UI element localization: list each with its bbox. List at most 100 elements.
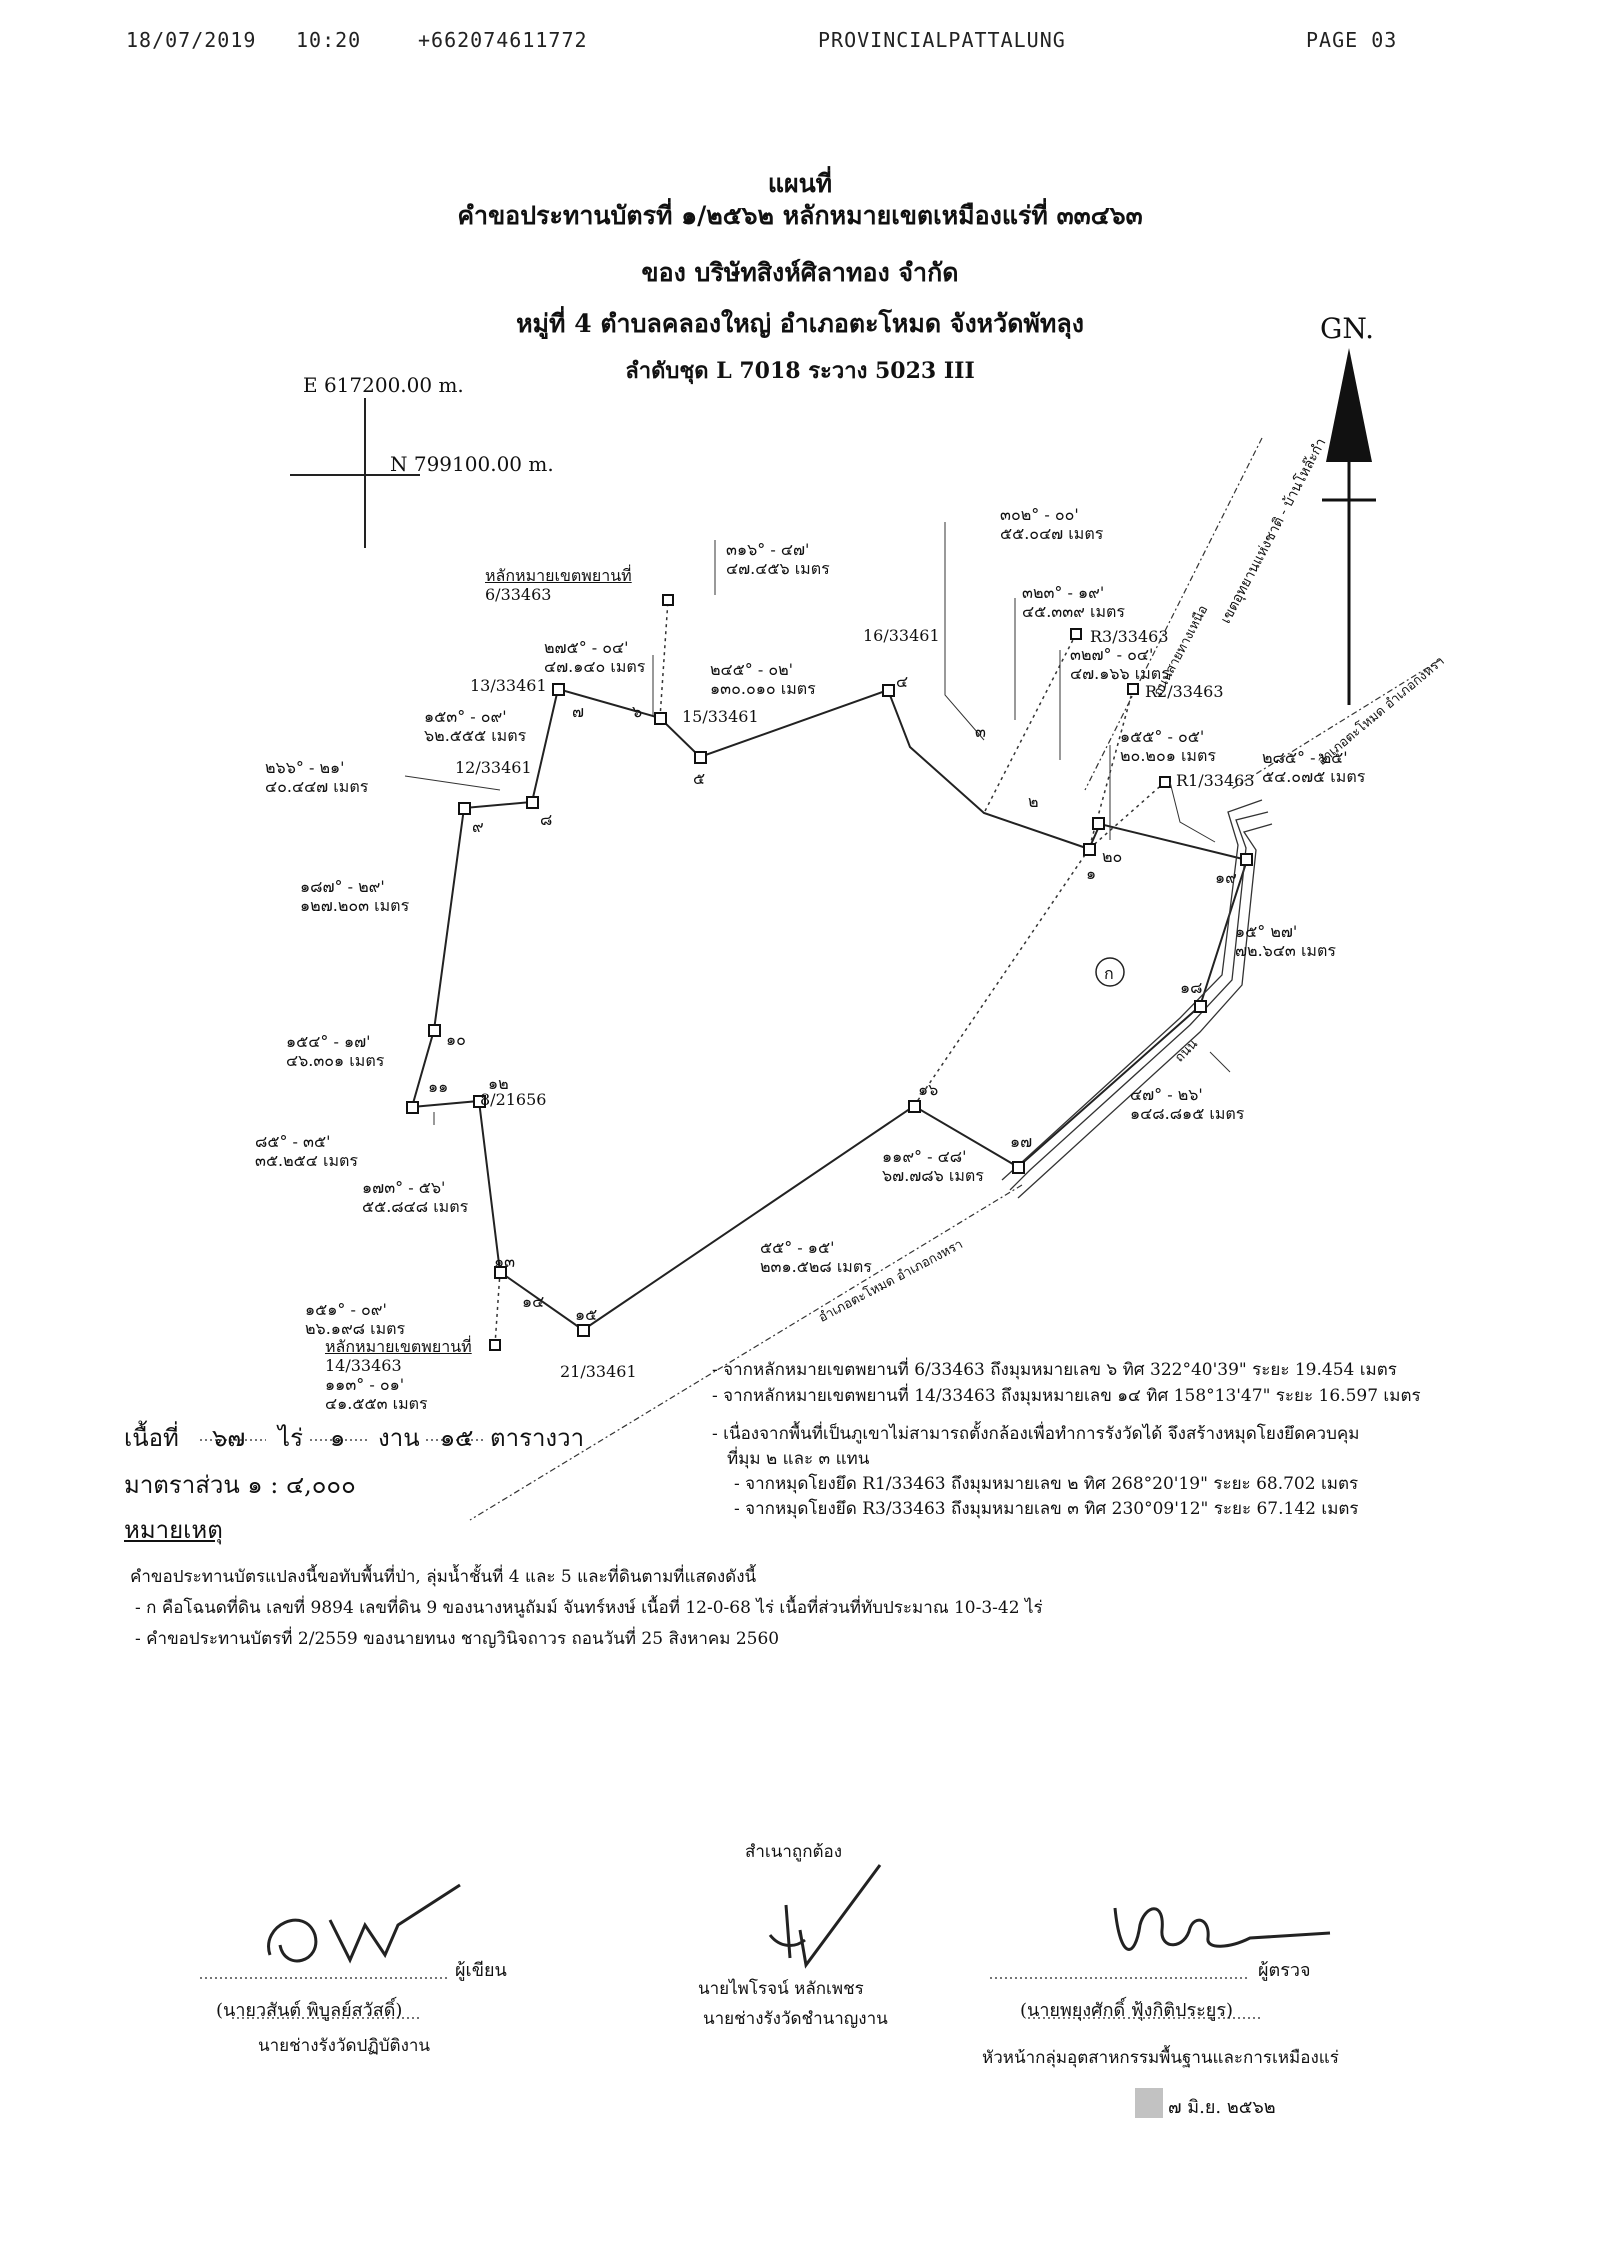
district-boundary-south bbox=[469, 1184, 1023, 1521]
application-title: คำขอประทานบัตรที่ ๑/๒๕๖๒ หลักหมายเขตเหมื… bbox=[457, 201, 1143, 230]
vertex-number: ๑๖ bbox=[918, 1080, 939, 1099]
writer-name: (นายวสันต์ พิบูลย์สวัสดิ์) bbox=[216, 2000, 403, 2021]
witness-mark-14-code: 14/33463 bbox=[325, 1356, 402, 1375]
vertex-number: ๖ bbox=[632, 702, 643, 721]
grid-reference-cross bbox=[290, 398, 420, 548]
company-title: ของ บริษัทสิงห์ศิลาทอง จำกัด bbox=[641, 258, 959, 287]
writer-position: นายช่างรังวัดปฏิบัติงาน bbox=[258, 2036, 431, 2056]
received-stamp-icon bbox=[1135, 2088, 1163, 2118]
bearing-label: ๑๗๓° - ๕๖'๕๕.๘๔๘ เมตร bbox=[362, 1178, 469, 1216]
bearing-label: ๓๑๖° - ๔๗'๔๗.๔๕๖ เมตร bbox=[726, 540, 830, 578]
reference-note-intro-2: ที่มุม ๒ และ ๓ แทน bbox=[727, 1449, 870, 1469]
area-ngan: ๑ bbox=[330, 1424, 346, 1452]
north-arrow-icon bbox=[1322, 348, 1376, 705]
reference-note-intro-1: - เนื่องจากพื้นที่เป็นภูเขาไม่สามารถตั้ง… bbox=[712, 1424, 1360, 1444]
reference-line-r3 bbox=[983, 633, 1077, 814]
map-sheet-title: ลำดับชุด L 7018 ระวาง 5023 III bbox=[625, 358, 975, 384]
area-wa-unit: ตารางวา bbox=[490, 1424, 585, 1452]
map-title: แผนที่ bbox=[767, 169, 833, 198]
witness-mark-14-label: หลักหมายเขตพยานที่ bbox=[325, 1337, 472, 1356]
reference-note-1: - จากหมุดโยงยึด R1/33463 ถึงมุมหมายเลข ๒… bbox=[734, 1474, 1359, 1494]
signature-middle-icon bbox=[768, 1864, 882, 1969]
parcel-ko-circle bbox=[1095, 957, 1125, 987]
vertex-number: ๑๒ bbox=[488, 1074, 509, 1093]
inspector-role: ผู้ตรวจ bbox=[1258, 1960, 1311, 1981]
north-label: GN. bbox=[1320, 312, 1374, 345]
vertex-number: ๑๘ bbox=[1180, 978, 1203, 997]
bearing-label: ๒๗๕° - ๐๔'๔๗.๑๔๐ เมตร bbox=[544, 638, 646, 676]
bearing-label: ๓๒๗° - ๐๔'๔๗.๑๖๖ เมตร bbox=[1070, 645, 1170, 683]
vertex-number: ๔ bbox=[896, 672, 909, 691]
inspector-date: ๗ มิ.ย. ๒๕๖๒ bbox=[1168, 2097, 1276, 2118]
area-rai-unit: ไร่ bbox=[278, 1424, 303, 1452]
point-code-8: 8/21656 bbox=[480, 1090, 547, 1109]
remark-line-3: - คำขอประทานบัตรที่ 2/2559 ของนายทนง ชาญ… bbox=[135, 1629, 780, 1649]
fax-date: 18/07/2019 bbox=[126, 28, 257, 52]
district-boundary-upper bbox=[1229, 659, 1441, 791]
location-title: หมู่ที่ 4 ตำบลคลองใหญ่ อำเภอตะโหมด จังหว… bbox=[516, 309, 1084, 338]
fax-sender: PROVINCIALPATTALUNG bbox=[818, 28, 1066, 52]
bearing-label: ๒๘๕° - ๒๕'๕๔.๐๗๕ เมตร bbox=[1262, 748, 1366, 786]
fax-time: 10:20 bbox=[296, 28, 362, 52]
signature-left-icon bbox=[267, 1883, 461, 1964]
vertex-number: ๘ bbox=[540, 810, 553, 829]
concession-boundary bbox=[410, 687, 1249, 1332]
bearing-label: ๑๕๓° - ๐๙'๖๒.๕๕๕ เมตร bbox=[424, 707, 527, 745]
bearing-label: ๑๑๓° - ๐๑'๔๑.๕๕๓ เมตร bbox=[325, 1375, 428, 1413]
witness-note-2: - จากหลักหมายเขตพยานที่ 14/33463 ถึงมุมห… bbox=[712, 1386, 1421, 1406]
bearing-label: ๒๖๖° - ๒๑'๔๐.๔๔๗ เมตร bbox=[265, 758, 369, 796]
remark-line-2: - ก คือโฉนดที่ดิน เลขที่ 9894 เลขที่ดิน … bbox=[135, 1598, 1043, 1618]
area-rai: ๖๗ bbox=[212, 1424, 246, 1452]
inspector-name: (นายพยุงศักดิ์ ฟุ้งกิติประยูร) bbox=[1020, 2000, 1234, 2021]
bearing-label: ๑๑๙° - ๔๘'๖๗.๗๘๖ เมตร bbox=[882, 1147, 984, 1185]
witness-mark-6-label: หลักหมายเขตพยานที่ bbox=[485, 566, 632, 585]
map-scale: มาตราส่วน ๑ : ๔,๐๐๐ bbox=[124, 1471, 356, 1499]
vertex-number: ๑๕ bbox=[575, 1305, 598, 1324]
vertex-number: ๓ bbox=[975, 722, 986, 741]
reference-note-2: - จากหมุดโยงยึด R3/33463 ถึงมุมหมายเลข ๓… bbox=[734, 1499, 1359, 1519]
vertex-number: ๑๔ bbox=[522, 1292, 545, 1311]
remarks-heading: หมายเหตุ bbox=[124, 1516, 223, 1544]
park-boundary-line bbox=[1084, 437, 1263, 791]
bearing-label: ๑๕๑° - ๐๙'๒๖.๑๙๘ เมตร bbox=[305, 1300, 406, 1338]
bearing-label: ๓๐๒° - ๐๐'๕๕.๐๔๗ เมตร bbox=[1000, 505, 1104, 543]
bearing-label: ๘๕° - ๓๕'๓๕.๒๕๔ เมตร bbox=[255, 1132, 358, 1170]
reference-line-r1 bbox=[1088, 781, 1166, 850]
bearing-label: ๑๕๕° - ๐๕'๒๐.๒๐๑ เมตร bbox=[1120, 727, 1216, 765]
writer-role: ผู้เขียน bbox=[455, 1960, 507, 1981]
point-code-15: 15/33461 bbox=[682, 707, 759, 726]
bearing-label: ๑๕๔° - ๑๗'๔๖.๓๐๑ เมตร bbox=[286, 1032, 385, 1070]
vertex-number: ๑๐ bbox=[446, 1030, 466, 1049]
bearing-label: ๕๕° - ๑๕'๒๓๑.๕๒๘ เมตร bbox=[760, 1238, 872, 1276]
middle-signer-name: นายไพโรจน์ หลักเพชร bbox=[698, 1979, 864, 1999]
parcel-ko-label: ก bbox=[1104, 964, 1114, 983]
bearing-label: ๑๘๗° - ๒๙'๑๒๗.๒๐๓ เมตร bbox=[300, 877, 410, 915]
vertex-number: ๑๑ bbox=[428, 1077, 449, 1096]
vertex-number: ๑๗ bbox=[1010, 1132, 1033, 1151]
fax-page: PAGE 03 bbox=[1306, 28, 1398, 52]
road-edge bbox=[1017, 823, 1273, 1199]
remark-line-1: คำขอประทานบัตรแปลงนี้ขอทับพื้นที่ป่า, ลุ… bbox=[130, 1567, 757, 1587]
parcel-divider-line bbox=[913, 848, 1090, 1107]
certified-copy-label: สำเนาถูกต้อง bbox=[745, 1842, 843, 1862]
easting-label: E 617200.00 m. bbox=[303, 373, 464, 397]
area-label: เนื้อที่ bbox=[124, 1424, 179, 1452]
middle-signer-position: นายช่างรังวัดชำนาญงาน bbox=[703, 2009, 888, 2029]
road-outer bbox=[1009, 811, 1269, 1191]
point-code-21: 21/33461 bbox=[560, 1362, 637, 1381]
vertex-markers bbox=[406, 594, 1253, 1351]
vertex-number: ๑๙ bbox=[1215, 868, 1237, 887]
fax-phone: +662074611772 bbox=[418, 28, 588, 52]
point-code-r1: R1/33463 bbox=[1176, 771, 1255, 790]
point-code-13: 13/33461 bbox=[470, 676, 547, 695]
northing-label: N 799100.00 m. bbox=[390, 452, 554, 476]
witness-line-6 bbox=[659, 599, 669, 719]
point-code-12: 12/33461 bbox=[455, 758, 532, 777]
bearing-label: ๒๔๕° - ๐๒'๑๓๐.๐๑๐ เมตร bbox=[710, 660, 816, 698]
point-code-r3: R3/33463 bbox=[1090, 627, 1169, 646]
vertex-number: ๑ bbox=[1086, 864, 1097, 883]
point-code-r2: R2/33463 bbox=[1145, 682, 1224, 701]
area-ngan-unit: งาน bbox=[378, 1424, 420, 1452]
vertex-number: ๙ bbox=[472, 817, 484, 836]
